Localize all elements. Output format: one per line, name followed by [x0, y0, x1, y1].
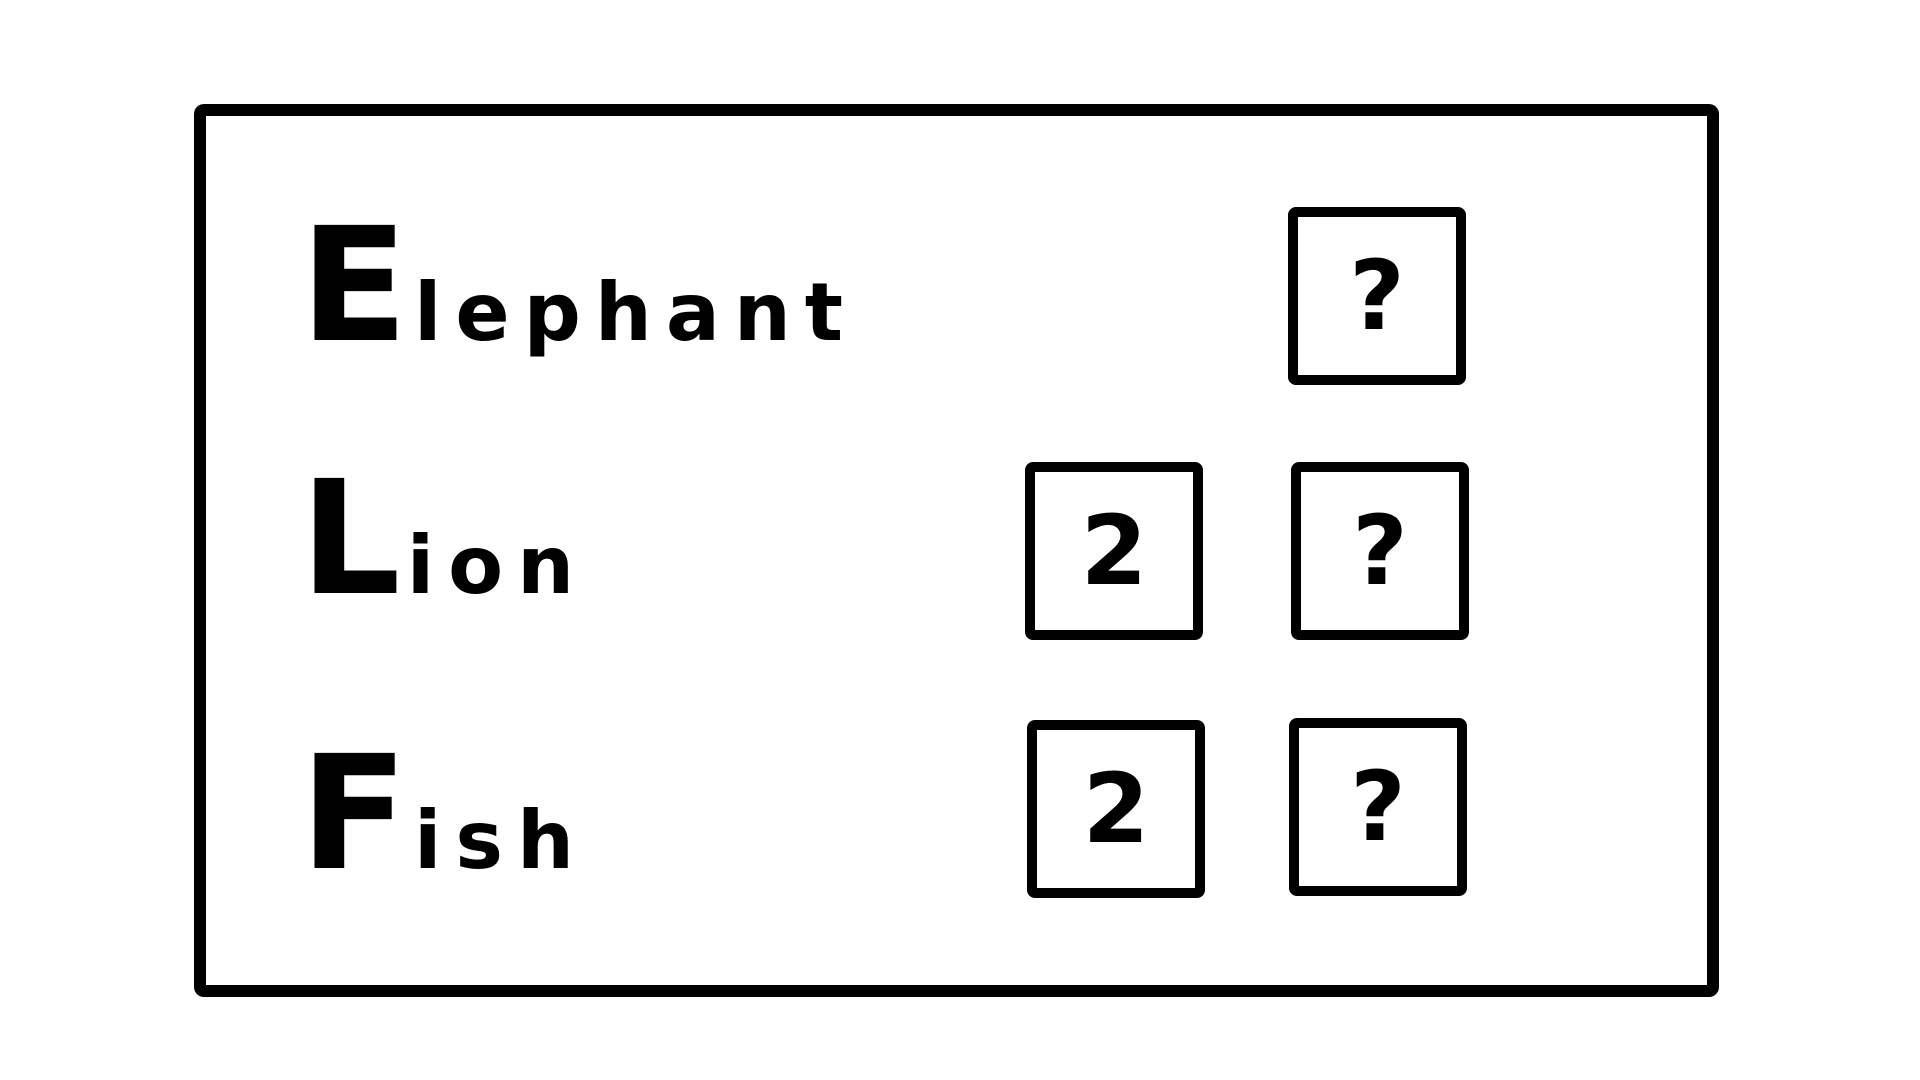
word-remainder: ish: [413, 794, 588, 887]
box-value: ?: [1349, 240, 1405, 352]
box-value: 2: [1082, 753, 1150, 865]
word-fish: Fish: [300, 735, 588, 893]
answer-box[interactable]: ?: [1289, 718, 1467, 896]
answer-box[interactable]: 2: [1025, 462, 1203, 640]
word-lion: Lion: [300, 460, 588, 618]
box-value: 2: [1080, 495, 1148, 607]
word-elephant: Elephant: [300, 207, 857, 365]
word-initial: E: [300, 194, 414, 378]
answer-box[interactable]: ?: [1288, 207, 1466, 385]
word-initial: F: [300, 722, 414, 906]
box-value: ?: [1352, 495, 1408, 607]
word-initial: L: [300, 447, 407, 631]
word-remainder: ion: [406, 519, 589, 612]
game-board: [194, 104, 1719, 997]
answer-box[interactable]: 2: [1027, 720, 1205, 898]
answer-box[interactable]: ?: [1291, 462, 1469, 640]
word-remainder: lephant: [413, 266, 858, 359]
box-value: ?: [1350, 751, 1406, 863]
